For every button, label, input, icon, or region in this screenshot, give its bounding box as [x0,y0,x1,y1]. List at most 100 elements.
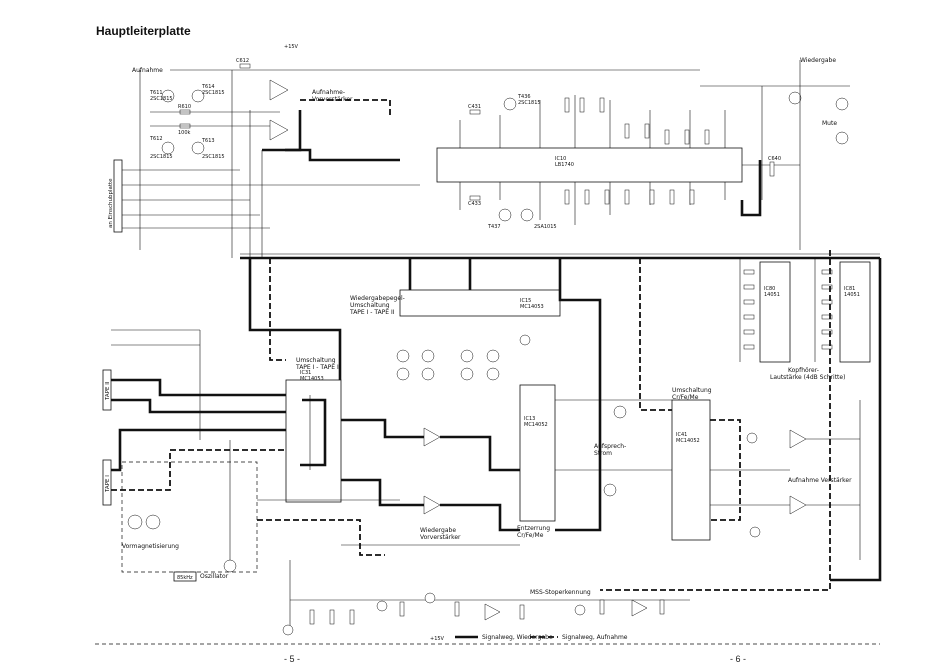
svg-text:T437: T437 [487,224,501,230]
mss-transistors [282,592,586,636]
resistor-ladder-1 [743,269,755,350]
transistor-t437: T437 [487,208,512,230]
record-path-dashed [300,99,391,115]
opamp-aufnahme-1 [269,79,289,101]
play-to-entz [555,390,602,532]
svg-text:T612: T612 [149,136,163,142]
capacitor-c433 [469,195,481,201]
tape2-path [111,378,286,397]
entzerrung-label-1: Entzerrung [517,525,550,532]
record-dashed-vertical [269,258,286,361]
svg-text:T611: T611 [149,90,163,96]
page-title: Hauptleiterplatte [96,24,191,38]
component-row-bottom [564,189,695,205]
play-path-top [740,160,762,217]
transistor-right-col [746,432,761,538]
ic-tape-label: IC31 [300,370,311,376]
aufsprech-label-2: Strom [594,450,612,457]
record-path-umsch [639,258,672,411]
umsch-tape-label-1: Umschaltung [296,357,336,364]
transistor-mute [835,131,849,145]
aufsprech-label-1: Aufsprech- [594,443,626,450]
wiedergabe-vv-label-2: Vorverstärker [420,534,461,541]
ic-entz-sub: MC14052 [524,422,548,428]
capacitor-c431 [469,109,481,115]
opamp-mss-1 [484,603,501,621]
record-path-2 [262,148,400,162]
tape2-label: TAPE II [105,381,111,401]
resistor-ladder-2 [821,269,833,350]
ic-main-sub: LB1740 [555,162,574,168]
ic-kopfhoerer-1 [759,261,791,363]
svg-text:2SC1815: 2SC1815 [150,96,173,102]
pegel-label-3: TAPE I - TAPE II [349,309,395,316]
ic-pegel-label: IC15 [520,298,531,304]
svg-text:2SC1815: 2SC1815 [202,90,225,96]
umsch-crfeme-label-2: Cr/Fe/Me [672,394,699,401]
play-path-pre-2 [341,478,424,507]
tape2-path-2 [111,398,286,414]
transistor-t438: 2SA1015 [520,208,557,230]
play-path-right [830,258,882,582]
ic-k1-sub: 14051 [764,292,780,298]
transistor-wiedergabe-2 [835,97,849,111]
transistor-t436: T436 2SC1815 [503,94,541,111]
component-row-top [564,97,710,145]
ic-k2-sub: 14051 [844,292,860,298]
transistor-pegel-side [519,334,531,346]
r618-value: 100k [178,130,191,136]
tape-switch-path [300,398,327,467]
entzerrung-label-2: Cr/Fe/Me [517,532,544,539]
transistor-t611: T611 2SC1815 [149,89,175,103]
bias-path [257,519,385,556]
c433-label: C433 [468,201,481,207]
aufnahme-verstaerker-label: Aufnahme Verstärker [788,477,852,484]
opamp-aufnahme-right-2 [789,495,807,515]
ic-k2-label: IC81 [844,286,855,292]
aufnahme-label: Aufnahme [132,67,163,74]
r610-label: R610 [178,104,191,110]
opamp-aufnahme-right-1 [789,429,807,449]
play-path-post [440,435,520,472]
vormagnetisierung-label: Vormagnetisierung [122,543,179,550]
svg-text:T613: T613 [201,138,215,144]
capacitor-c640 [769,161,775,177]
legend: Signalweg, Wiedergabe Signalweg, Aufnahm… [455,634,628,641]
tape1-record-path [111,449,286,491]
svg-text:T614: T614 [201,84,215,90]
play-path [558,258,602,390]
tape1-label: TAPE I [105,475,111,493]
svg-text:2SA1015: 2SA1015 [534,224,557,230]
kopfhoerer-label-2: Lautstärke (4dB Schritte) [770,374,845,381]
oscillator-coils [127,514,237,573]
record-path-umsch-out [710,419,741,521]
transistor-aufsprech [603,405,627,497]
transistor-t614: T614 2SC1815 [191,84,225,103]
mss-label: MSS-Stoperkennung [530,589,591,596]
mute-label: Mute [822,120,837,127]
mss-components [309,599,665,625]
ic-main [436,147,743,183]
svg-text:T436: T436 [517,94,531,100]
freq-label: 85kHz [177,575,193,581]
transistor-wiedergabe-1 [788,91,802,105]
svg-text:2SC1815: 2SC1815 [202,154,225,160]
wiedergabe-vv-label-1: Wiedergabe [420,527,456,534]
connector-tape1 [102,459,112,506]
record-path-right [600,250,831,591]
opamp-mss-2 [631,599,648,617]
connector-left-top [113,159,123,233]
opamp-wiedergabe-2 [423,495,441,515]
c431-label: C431 [468,104,481,110]
ic-umsch-sub: MC14052 [676,438,700,444]
svg-text:2SC1815: 2SC1815 [518,100,541,106]
oszillator-label: Oszillator [200,573,229,580]
wiedergabe-label: Wiedergabe [800,57,836,64]
pegel-label-2: Umschaltung [350,302,390,309]
kopfhoerer-label-1: Kopfhörer- [788,367,819,374]
opamp-wiedergabe-1 [423,427,441,447]
c640-label: C640 [768,156,781,162]
legend-play-label: Signalweg, Wiedergabe [482,634,553,641]
ic-k1-label: IC80 [764,286,775,292]
